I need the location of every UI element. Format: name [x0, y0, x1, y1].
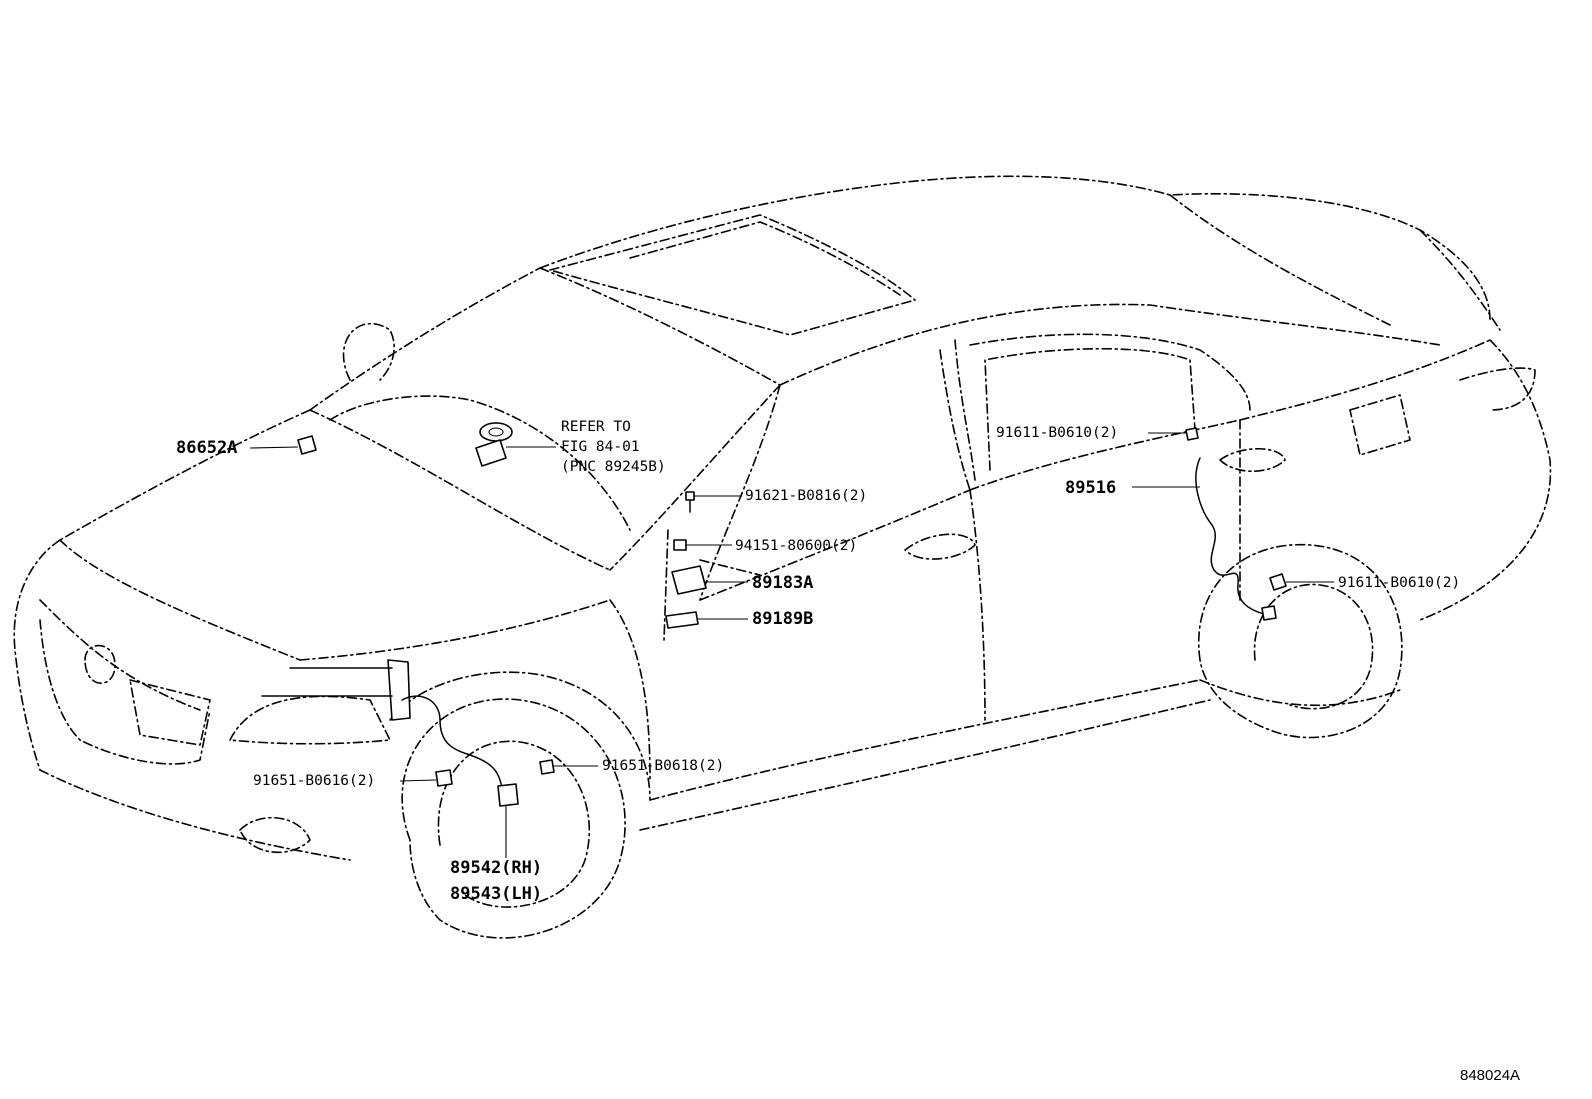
figure-id: 848024A — [1460, 1067, 1521, 1084]
spiral-cable-part — [475, 422, 556, 467]
callout-91611-B0610-upper: 91611-B0610(2) — [996, 425, 1119, 441]
center-sensor-assembly — [663, 491, 761, 641]
callout-91611-B0610-lower: 91611-B0610(2) — [1338, 575, 1461, 591]
callout-refer-line3: (PNC 89245B) — [561, 459, 666, 475]
front-speed-sensor-part — [261, 659, 598, 858]
callout-refer-line1: REFER TO — [561, 419, 631, 435]
callout-86652A: 86652A — [176, 438, 238, 458]
callout-89183A: 89183A — [752, 573, 814, 593]
callout-89189B: 89189B — [752, 609, 814, 629]
callout-91621-B0816: 91621-B0816(2) — [745, 488, 868, 504]
horn-bracket-part — [249, 435, 317, 455]
callout-refer-line2: FIG 84-01 — [561, 439, 640, 455]
callout-91651-B0618: 91651-B0618(2) — [602, 758, 725, 774]
car-body-outline — [13, 175, 1552, 939]
callout-91651-B0616: 91651-B0616(2) — [253, 773, 376, 789]
rear-speed-sensor-part — [1132, 419, 1334, 621]
callout-94151-80600: 94151-80600(2) — [735, 538, 858, 554]
callout-89543-lh: 89543(LH) — [450, 884, 543, 904]
callout-89542-rh: 89542(RH) — [450, 858, 543, 878]
callout-89516: 89516 — [1065, 478, 1117, 498]
